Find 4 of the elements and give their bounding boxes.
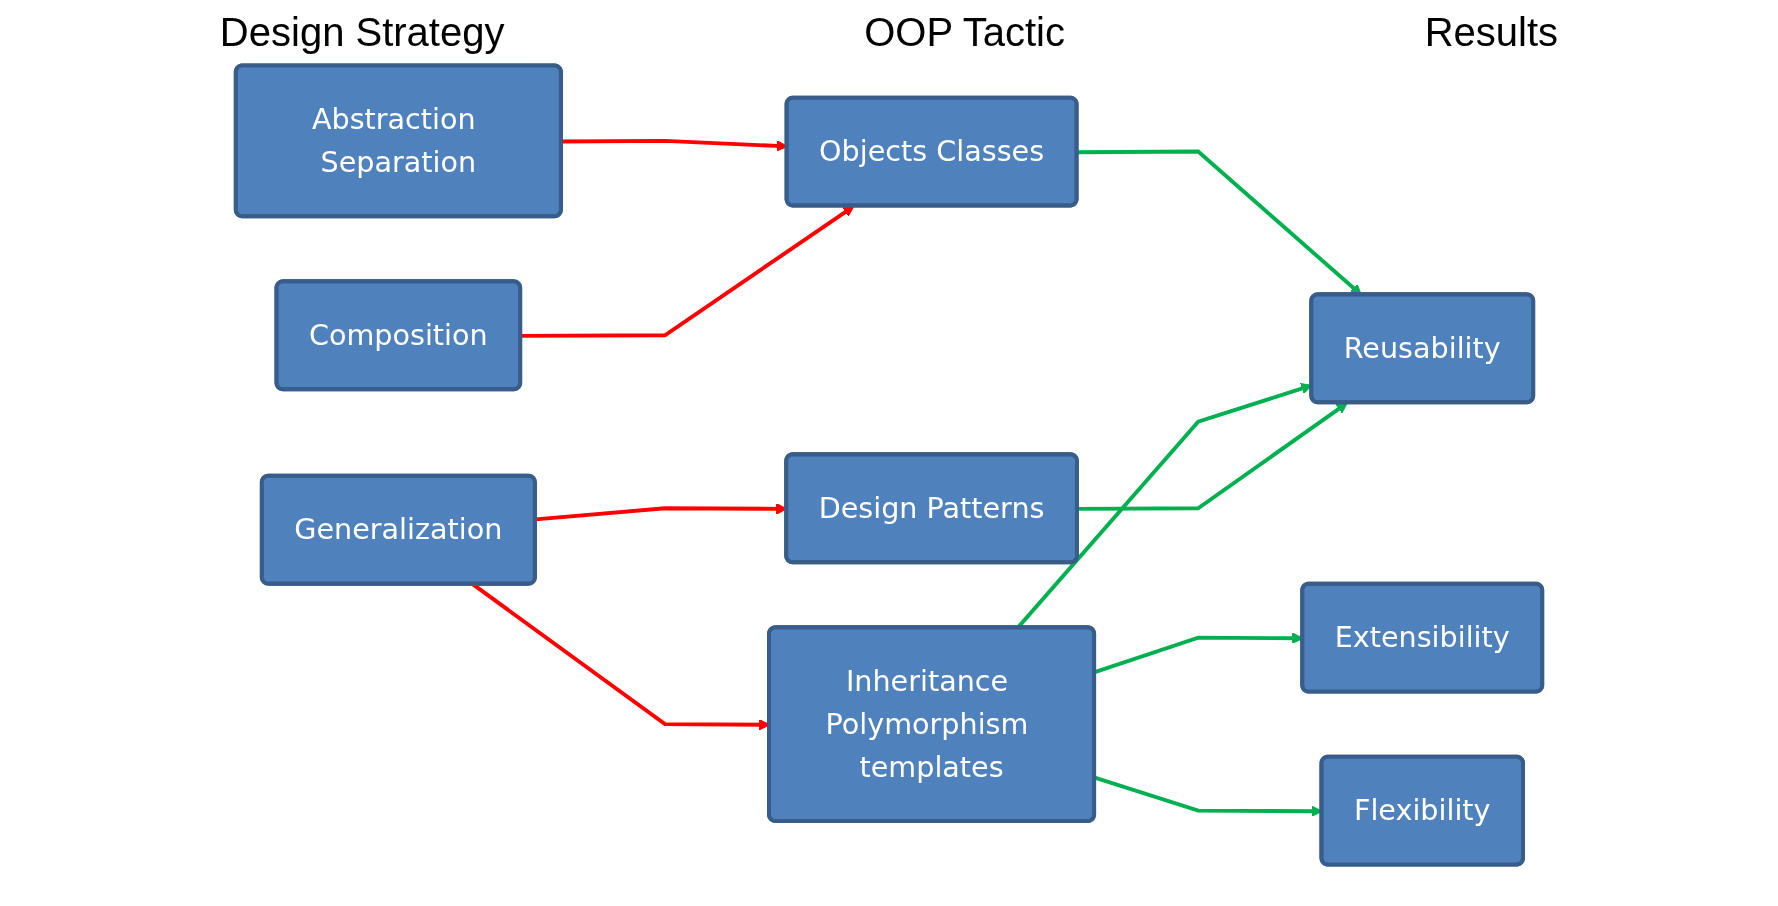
column-heading: OOP Tactic (864, 10, 1065, 55)
arrow (1077, 402, 1348, 511)
column-heading: Results (1424, 10, 1559, 55)
column-heading: Design Strategy (219, 10, 505, 55)
